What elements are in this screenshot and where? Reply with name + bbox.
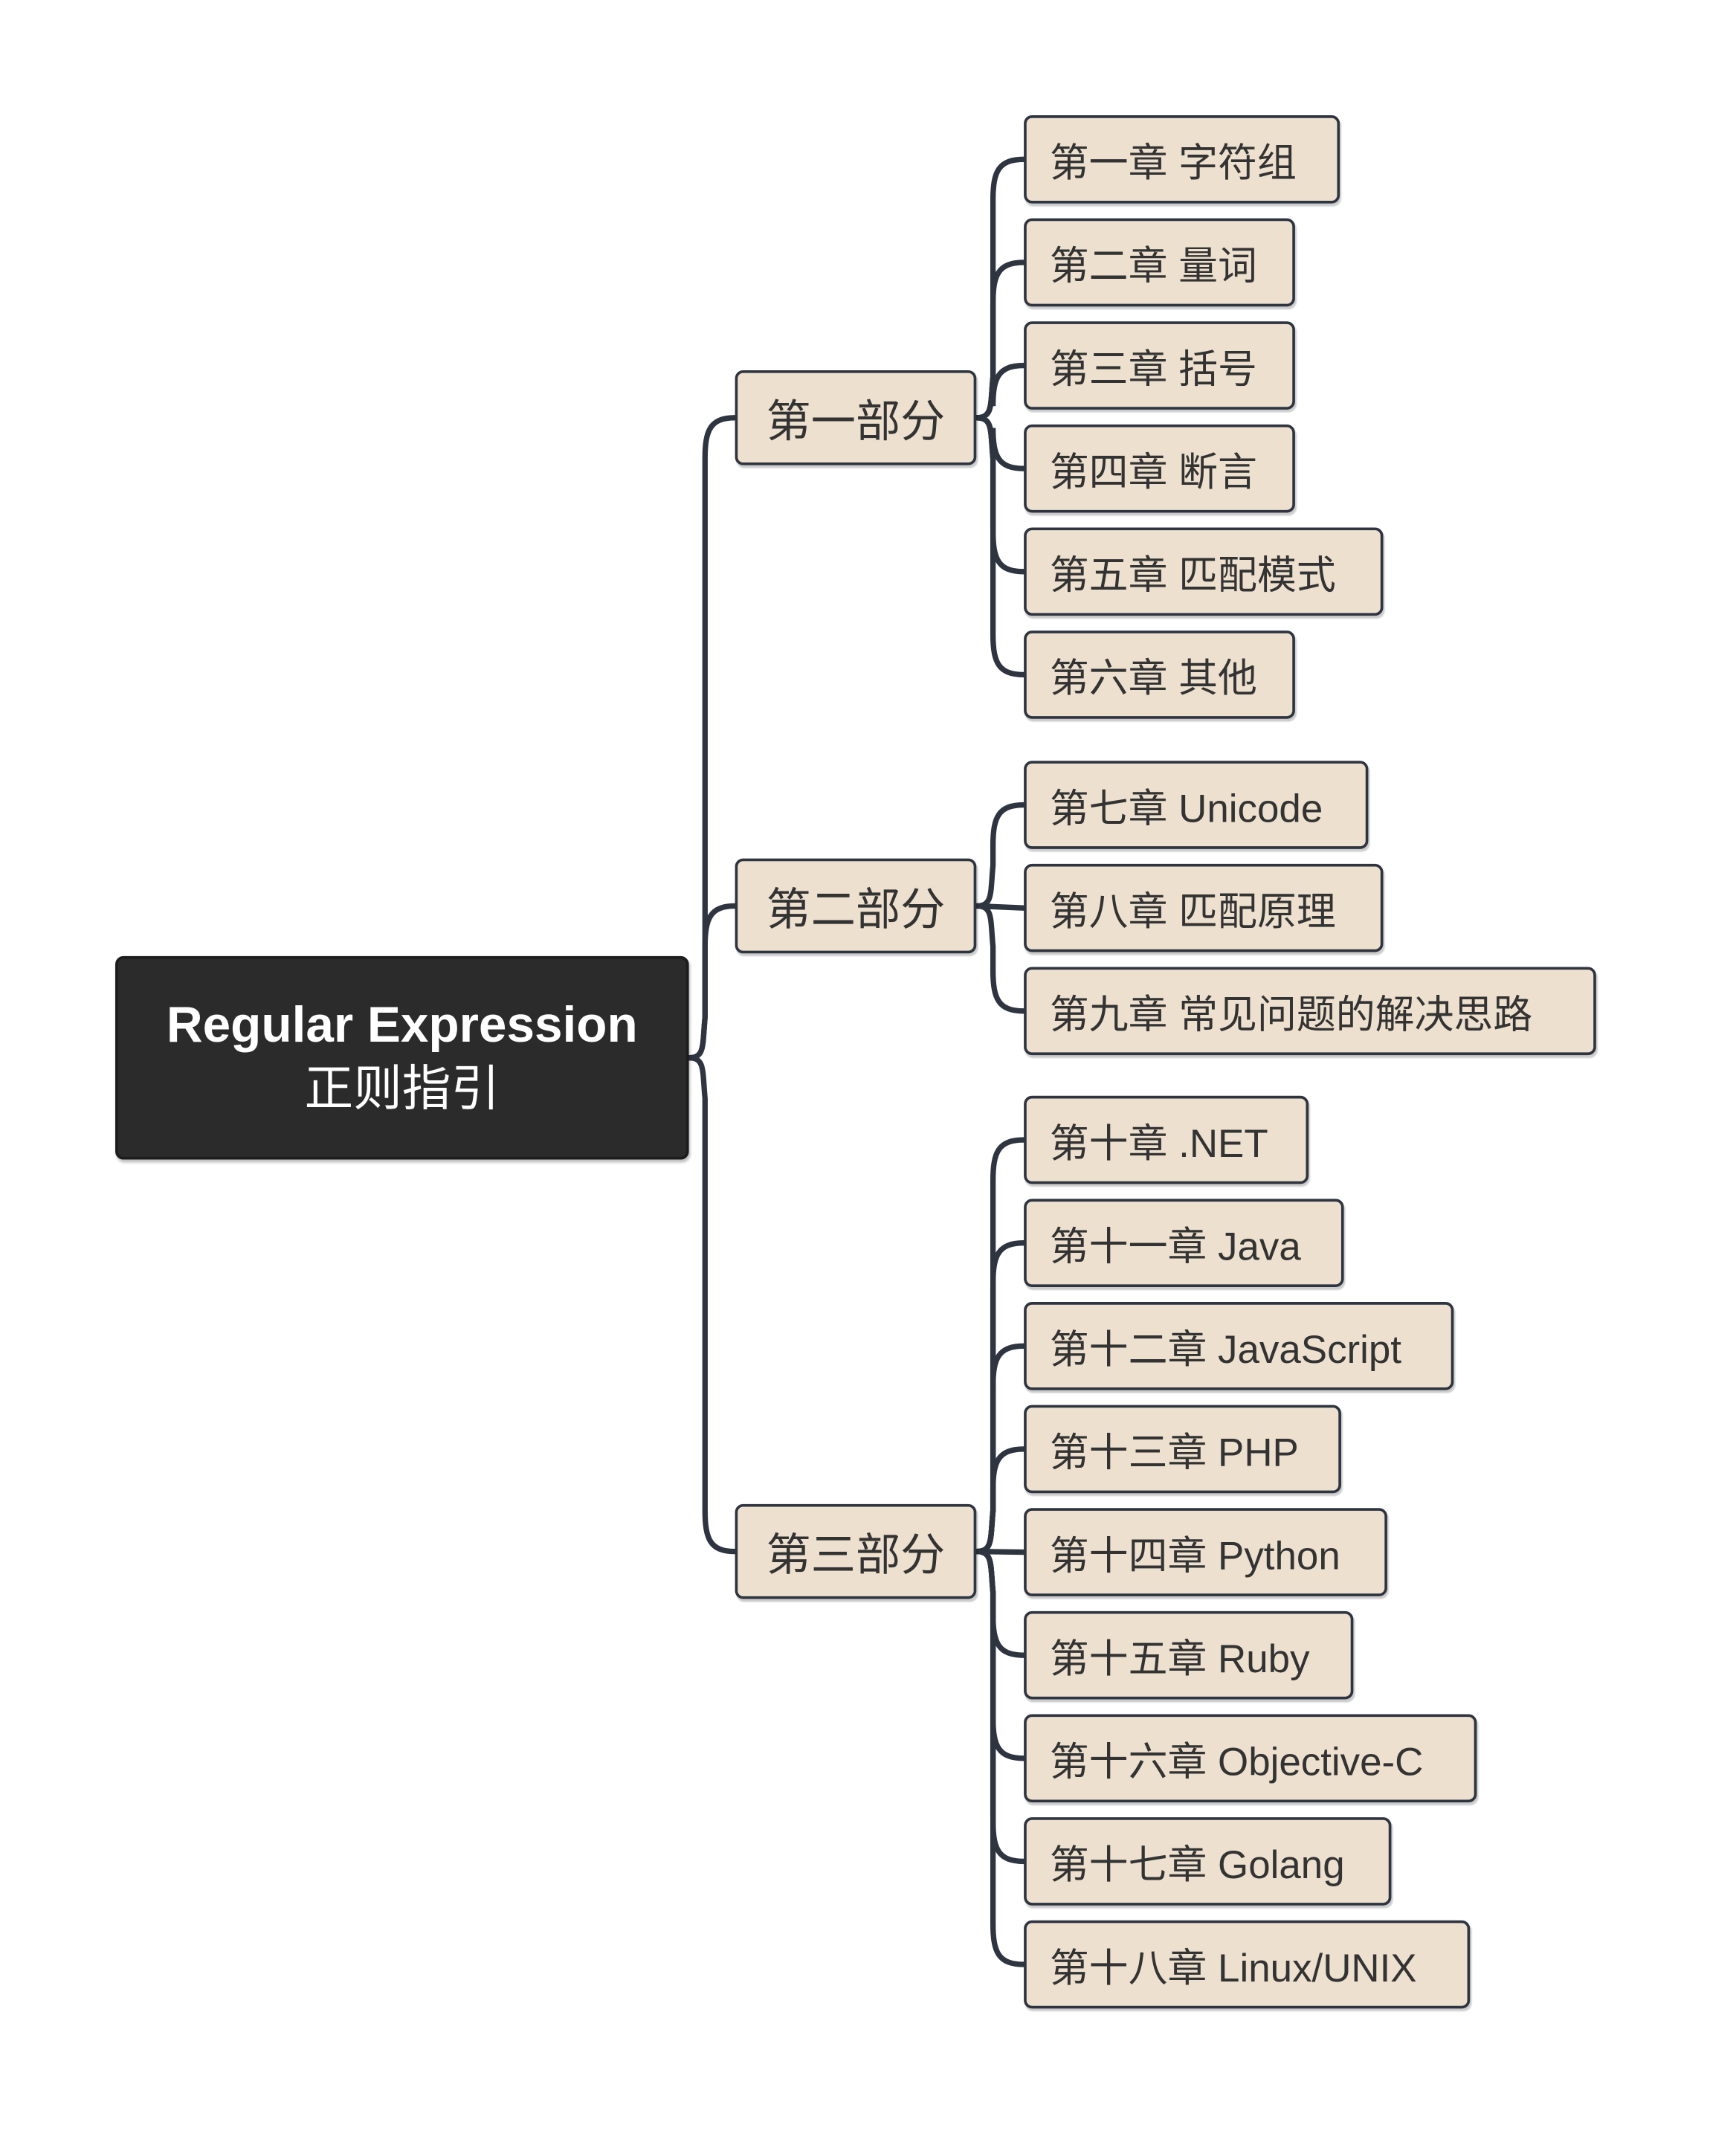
chapter-label: 第四章 断言 (1049, 451, 1257, 494)
part-node-1[interactable]: 第一部分 (735, 370, 977, 465)
chapter-node[interactable]: 第十二章 JavaScript (1024, 1302, 1454, 1390)
chapter-label: 第十二章 JavaScript (1049, 1328, 1402, 1372)
chapter-node[interactable]: 第十章 .NET (1024, 1095, 1309, 1184)
chapter-label: 第十章 .NET (1049, 1122, 1268, 1166)
root-title: Regular Expression (166, 996, 638, 1053)
part-to-chapter-connector (973, 415, 1027, 575)
part-to-chapter-connector (973, 259, 1027, 421)
part-to-chapter-connector (973, 1240, 1027, 1555)
chapter-node[interactable]: 第十六章 Objective-C (1024, 1714, 1477, 1803)
chapter-node[interactable]: 第八章 匹配原理 (1024, 863, 1384, 952)
chapter-node[interactable]: 第九章 常见问题的解决思路 (1024, 967, 1596, 1056)
part-to-chapter-connector (973, 156, 1027, 421)
chapter-label: 第一章 字符组 (1049, 141, 1297, 185)
part-to-chapter-connector (973, 415, 1027, 471)
part-to-chapter-connector (973, 1549, 1027, 1967)
chapter-label: 第十六章 Objective-C (1049, 1741, 1424, 1784)
chapter-node[interactable]: 第四章 断言 (1024, 424, 1295, 513)
chapter-node[interactable]: 第十四章 Python (1024, 1508, 1387, 1596)
chapter-label: 第九章 常见问题的解决思路 (1049, 993, 1533, 1037)
chapter-node[interactable]: 第六章 其他 (1024, 631, 1295, 719)
chapter-label: 第十八章 Linux/UNIX (1049, 1947, 1417, 1990)
part-label: 第三部分 (766, 1528, 946, 1581)
chapter-label: 第十七章 Golang (1049, 1843, 1345, 1888)
chapter-label: 第二章 量词 (1049, 245, 1257, 288)
chapter-label: 第三章 括号 (1049, 347, 1257, 392)
root-to-part-connector (685, 415, 738, 1061)
part-to-chapter-connector (973, 362, 1027, 421)
chapter-label: 第八章 匹配原理 (1049, 890, 1336, 934)
part-label: 第二部分 (766, 883, 946, 936)
chapter-node[interactable]: 第三章 括号 (1024, 321, 1295, 410)
root-to-part-connector (685, 1055, 738, 1555)
chapter-node[interactable]: 第十三章 PHP (1024, 1405, 1341, 1494)
root-to-part-connector (685, 903, 738, 1061)
part-node-2[interactable]: 第二部分 (735, 858, 977, 954)
chapter-node[interactable]: 第七章 Unicode (1024, 761, 1369, 849)
part-to-chapter-connector (973, 1549, 1027, 1865)
chapter-node[interactable]: 第五章 匹配模式 (1024, 527, 1384, 616)
part-to-chapter-connector (973, 415, 1027, 678)
chapter-node[interactable]: 第一章 字符组 (1024, 115, 1340, 204)
root-subtitle: 正则指引 (304, 1062, 500, 1118)
part-to-chapter-connector (973, 903, 1027, 1014)
chapter-node[interactable]: 第十八章 Linux/UNIX (1024, 1920, 1471, 2009)
chapter-label: 第五章 匹配模式 (1049, 554, 1336, 598)
chapter-node[interactable]: 第十五章 Ruby (1024, 1610, 1354, 1700)
chapter-node[interactable]: 第十七章 Golang (1024, 1817, 1392, 1906)
part-node-3[interactable]: 第三部分 (735, 1503, 977, 1599)
part-to-chapter-connector (973, 1446, 1027, 1555)
chapter-label: 第十一章 Java (1049, 1225, 1301, 1269)
chapter-label: 第十五章 Ruby (1049, 1637, 1310, 1681)
chapter-node[interactable]: 第二章 量词 (1024, 218, 1295, 307)
chapter-label: 第六章 其他 (1049, 657, 1257, 701)
root-node[interactable]: Regular Expression 正则指引 (115, 955, 689, 1160)
part-to-chapter-connector (973, 802, 1027, 909)
chapter-label: 第七章 Unicode (1049, 787, 1323, 831)
chapter-node[interactable]: 第十一章 Java (1024, 1199, 1344, 1287)
part-label: 第一部分 (766, 394, 946, 448)
chapter-label: 第十四章 Python (1049, 1534, 1340, 1579)
chapter-label: 第十三章 PHP (1049, 1431, 1299, 1475)
part-to-chapter-connector (973, 1549, 1027, 1658)
